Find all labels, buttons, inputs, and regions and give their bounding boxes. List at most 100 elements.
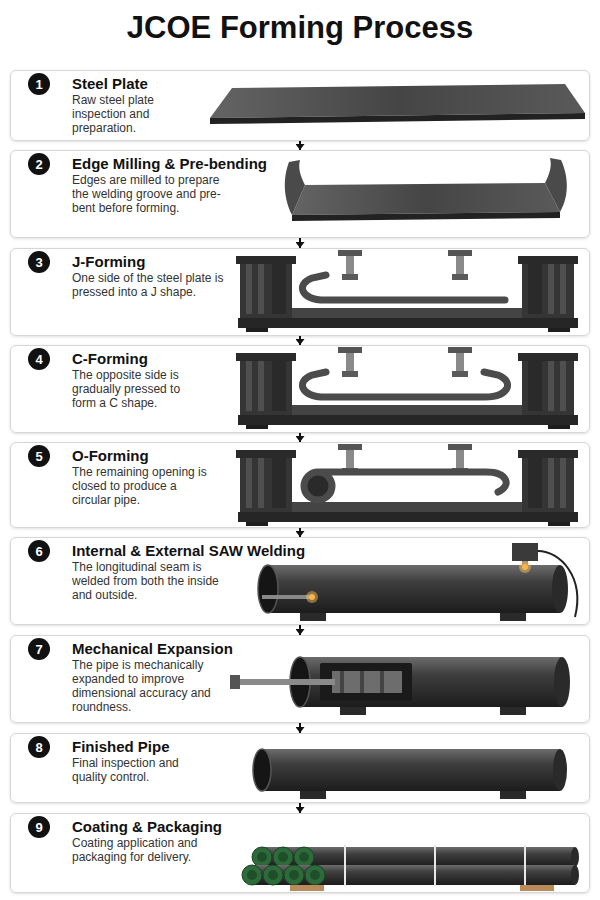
expansion-pipe: [235, 679, 335, 685]
pipe-bundle: [299, 852, 309, 862]
finished-pipe: [253, 749, 271, 791]
welding-station: [258, 543, 577, 621]
c-forming-press: [236, 347, 578, 429]
callout-number: 6: [35, 545, 42, 558]
pipe-bundle: [263, 865, 283, 885]
step-heading: O-Forming: [72, 447, 589, 464]
c-forming-press: [302, 372, 507, 397]
step-heading: Coating & Packaging: [72, 818, 589, 835]
pipe-bundle: [252, 865, 575, 885]
step-number-circle: 6: [28, 540, 50, 562]
expansion-pipe: [230, 675, 240, 689]
pipe-bundle: [290, 885, 324, 891]
step-heading: C-Forming: [72, 350, 589, 367]
welding-station: [262, 595, 312, 599]
step-number-circle: 5: [28, 445, 50, 467]
step-number-circle: 9: [28, 816, 50, 838]
process-box: Edge Milling & Pre-bendingEdges are mill…: [10, 150, 590, 238]
step-description: One side of the steel plate is pressed i…: [72, 271, 232, 299]
flow-arrow: [299, 803, 301, 813]
flow-arrow: [299, 625, 301, 635]
finished-pipe: [553, 749, 567, 791]
step-heading: Mechanical Expansion: [72, 640, 589, 657]
expansion-pipe: [380, 671, 384, 693]
step-heading: Finished Pipe: [72, 738, 589, 755]
callout-number: 2: [35, 158, 42, 171]
step-number-circle: 7: [28, 638, 50, 660]
pipe-bundle: [305, 865, 325, 885]
j-forming-press: [236, 250, 578, 332]
pipe-bundle: [278, 852, 288, 862]
welding-station: [519, 561, 531, 573]
step-description: Edges are milled to prepare the welding …: [72, 173, 237, 215]
j-forming-press: [302, 275, 505, 300]
c-forming-press: [236, 347, 578, 429]
expansion-pipe: [332, 671, 402, 693]
callout-number: 3: [35, 256, 42, 269]
step-description: The pipe is mechanically expanded to imp…: [72, 658, 222, 714]
pipe-bundle: [294, 847, 314, 867]
flow-arrow: [299, 238, 301, 248]
process-box: Mechanical ExpansionThe pipe is mechanic…: [10, 635, 590, 723]
expansion-pipe: [500, 707, 526, 715]
diagram-title: JCOE Forming Process: [0, 9, 600, 47]
pipe-bundle: [571, 865, 579, 885]
finished-pipe: [500, 791, 526, 799]
step-description: The opposite side is gradually pressed t…: [72, 368, 197, 410]
callout-number: 8: [35, 741, 42, 754]
pipe-bundle: [571, 847, 579, 867]
pipe-bundle: [284, 865, 304, 885]
o-forming-press: [236, 444, 578, 526]
process-box: Internal & External SAW WeldingThe longi…: [10, 537, 590, 625]
step-number-circle: 2: [28, 153, 50, 175]
expansion-pipe: [230, 657, 570, 715]
pipe-bundle: [242, 845, 579, 891]
welding-station: [306, 591, 318, 603]
step-description: Final inspection and quality control.: [72, 756, 197, 784]
step-description: Coating application and packaging for de…: [72, 836, 222, 864]
finished-pipe: [300, 791, 326, 799]
process-box: O-FormingThe remaining opening is closed…: [10, 442, 590, 528]
callout-number: 5: [35, 450, 42, 463]
welding-station: [258, 565, 278, 613]
pipe-bundle: [344, 845, 346, 886]
pipe-bundle: [262, 847, 575, 867]
step-heading: Edge Milling & Pre-bending: [72, 155, 589, 172]
o-forming-press: [304, 472, 332, 500]
step-description: The remaining opening is closed to produ…: [72, 465, 207, 507]
o-forming-press: [236, 444, 578, 526]
prebent-plate: [285, 158, 567, 221]
j-forming-press: [236, 250, 578, 332]
prebent-plate: [292, 183, 560, 215]
step-description: Raw steel plate inspection and preparati…: [72, 93, 184, 135]
process-box: Steel PlateRaw steel plate inspection an…: [10, 70, 590, 141]
step-number-circle: 1: [28, 73, 50, 95]
steel-plate: [210, 113, 585, 124]
pipe-bundle: [242, 865, 262, 885]
step-heading: Internal & External SAW Welding: [72, 542, 589, 559]
pipe-bundle: [283, 847, 575, 867]
process-box: J-FormingOne side of the steel plate is …: [10, 248, 590, 336]
pipe-bundle: [273, 865, 575, 885]
finished-pipe: [262, 749, 560, 791]
step-number-circle: 4: [28, 348, 50, 370]
flow-arrow: [299, 336, 301, 345]
welding-station: [309, 594, 315, 600]
step-description: The longitudinal seam is welded from bot…: [72, 560, 237, 602]
flow-arrow: [299, 723, 301, 733]
expansion-pipe: [554, 657, 570, 707]
pipe-bundle: [247, 870, 257, 880]
welding-station: [552, 565, 568, 613]
steel-plate: [210, 84, 585, 118]
welding-station: [522, 564, 528, 570]
welding-station: [512, 543, 538, 561]
pipe-bundle: [268, 870, 278, 880]
callout-number: 7: [35, 643, 42, 656]
process-box: Coating & PackagingCoating application a…: [10, 813, 590, 893]
welding-station: [300, 613, 326, 621]
connector-group: [300, 141, 301, 813]
pipe-bundle: [273, 847, 293, 867]
pipe-bundle: [434, 845, 436, 886]
callout-number: 9: [35, 821, 42, 834]
prebent-plate: [545, 158, 567, 212]
